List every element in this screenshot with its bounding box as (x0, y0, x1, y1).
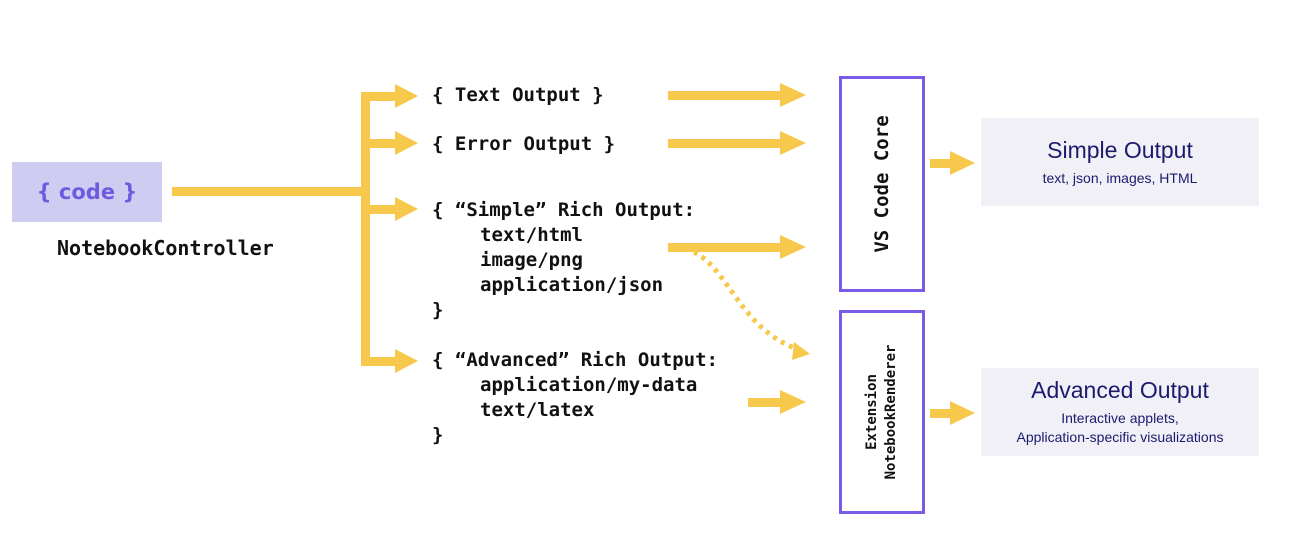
simple-mimetype-png: image/png (480, 249, 583, 271)
simple-output-subtitle: text, json, images, HTML (1042, 169, 1198, 186)
arrow-text-to-core (668, 91, 784, 100)
vscode-core-label: VS Code Core (871, 115, 893, 253)
text-output-label: { Text Output } (432, 84, 604, 106)
arrow-head-advanced-rich (395, 349, 418, 373)
branch-advanced-rich (361, 357, 399, 366)
simple-rich-output-block: { “Simple” Rich Output: text/html image/… (432, 198, 695, 323)
arrow-head-text-output (395, 84, 418, 108)
arrow-extension-to-advanced (930, 409, 954, 418)
advanced-rich-close: } (432, 424, 444, 446)
advanced-output-title: Advanced Output (1031, 377, 1209, 403)
arrow-simple-to-core (668, 243, 784, 252)
branch-text-output (361, 92, 399, 101)
extension-label-line1: Extension (864, 374, 880, 450)
advanced-output-subtitle: Interactive applets, Application-specifi… (1017, 409, 1224, 447)
simple-output-box: Simple Output text, json, images, HTML (981, 118, 1259, 206)
arrow-core-to-simple (930, 159, 954, 168)
code-box: { code } (12, 162, 162, 222)
dotted-curve-arrow-head (792, 342, 810, 360)
arrow-head-error-to-core (780, 131, 806, 155)
dotted-fallback-curve (692, 249, 801, 353)
advanced-rich-header: { “Advanced” Rich Output: (432, 349, 718, 371)
trunk-connector (172, 187, 370, 196)
advanced-mimetype-mydata: application/my-data (480, 374, 698, 396)
code-label: { code } (36, 180, 138, 204)
advanced-output-subtitle-line1: Interactive applets, (1061, 410, 1179, 426)
vertical-bus (361, 92, 370, 366)
arrow-head-error-output (395, 131, 418, 155)
advanced-rich-output-block: { “Advanced” Rich Output: application/my… (432, 348, 718, 448)
simple-mimetype-json: application/json (480, 274, 664, 296)
simple-rich-header: { “Simple” Rich Output: (432, 199, 696, 221)
simple-mimetype-html: text/html (480, 224, 583, 246)
arrow-head-extension-to-advanced (950, 401, 975, 425)
advanced-output-subtitle-line2: Application-specific visualizations (1016, 429, 1224, 445)
advanced-output-box: Advanced Output Interactive applets, App… (981, 368, 1259, 456)
arrow-advanced-to-extension (748, 398, 784, 407)
arrow-head-text-to-core (780, 83, 806, 107)
extension-renderer-label: Extension NotebookRenderer (863, 345, 901, 480)
extension-renderer-box: Extension NotebookRenderer (839, 310, 925, 514)
extension-label-line2: NotebookRenderer (883, 344, 899, 480)
error-output-label: { Error Output } (432, 133, 616, 155)
arrow-head-simple-to-core (780, 235, 806, 259)
arrow-head-advanced-to-extension (780, 390, 806, 414)
arrow-error-to-core (668, 139, 784, 148)
vscode-core-box: VS Code Core (839, 76, 925, 292)
branch-simple-rich (361, 205, 399, 214)
arrow-head-core-to-simple (950, 151, 975, 175)
branch-error-output (361, 139, 399, 148)
advanced-mimetype-latex: text/latex (480, 399, 595, 421)
simple-output-title: Simple Output (1047, 136, 1193, 163)
simple-rich-close: } (432, 299, 444, 321)
notebook-controller-label: NotebookController (57, 236, 274, 260)
arrow-head-simple-rich (395, 197, 418, 221)
